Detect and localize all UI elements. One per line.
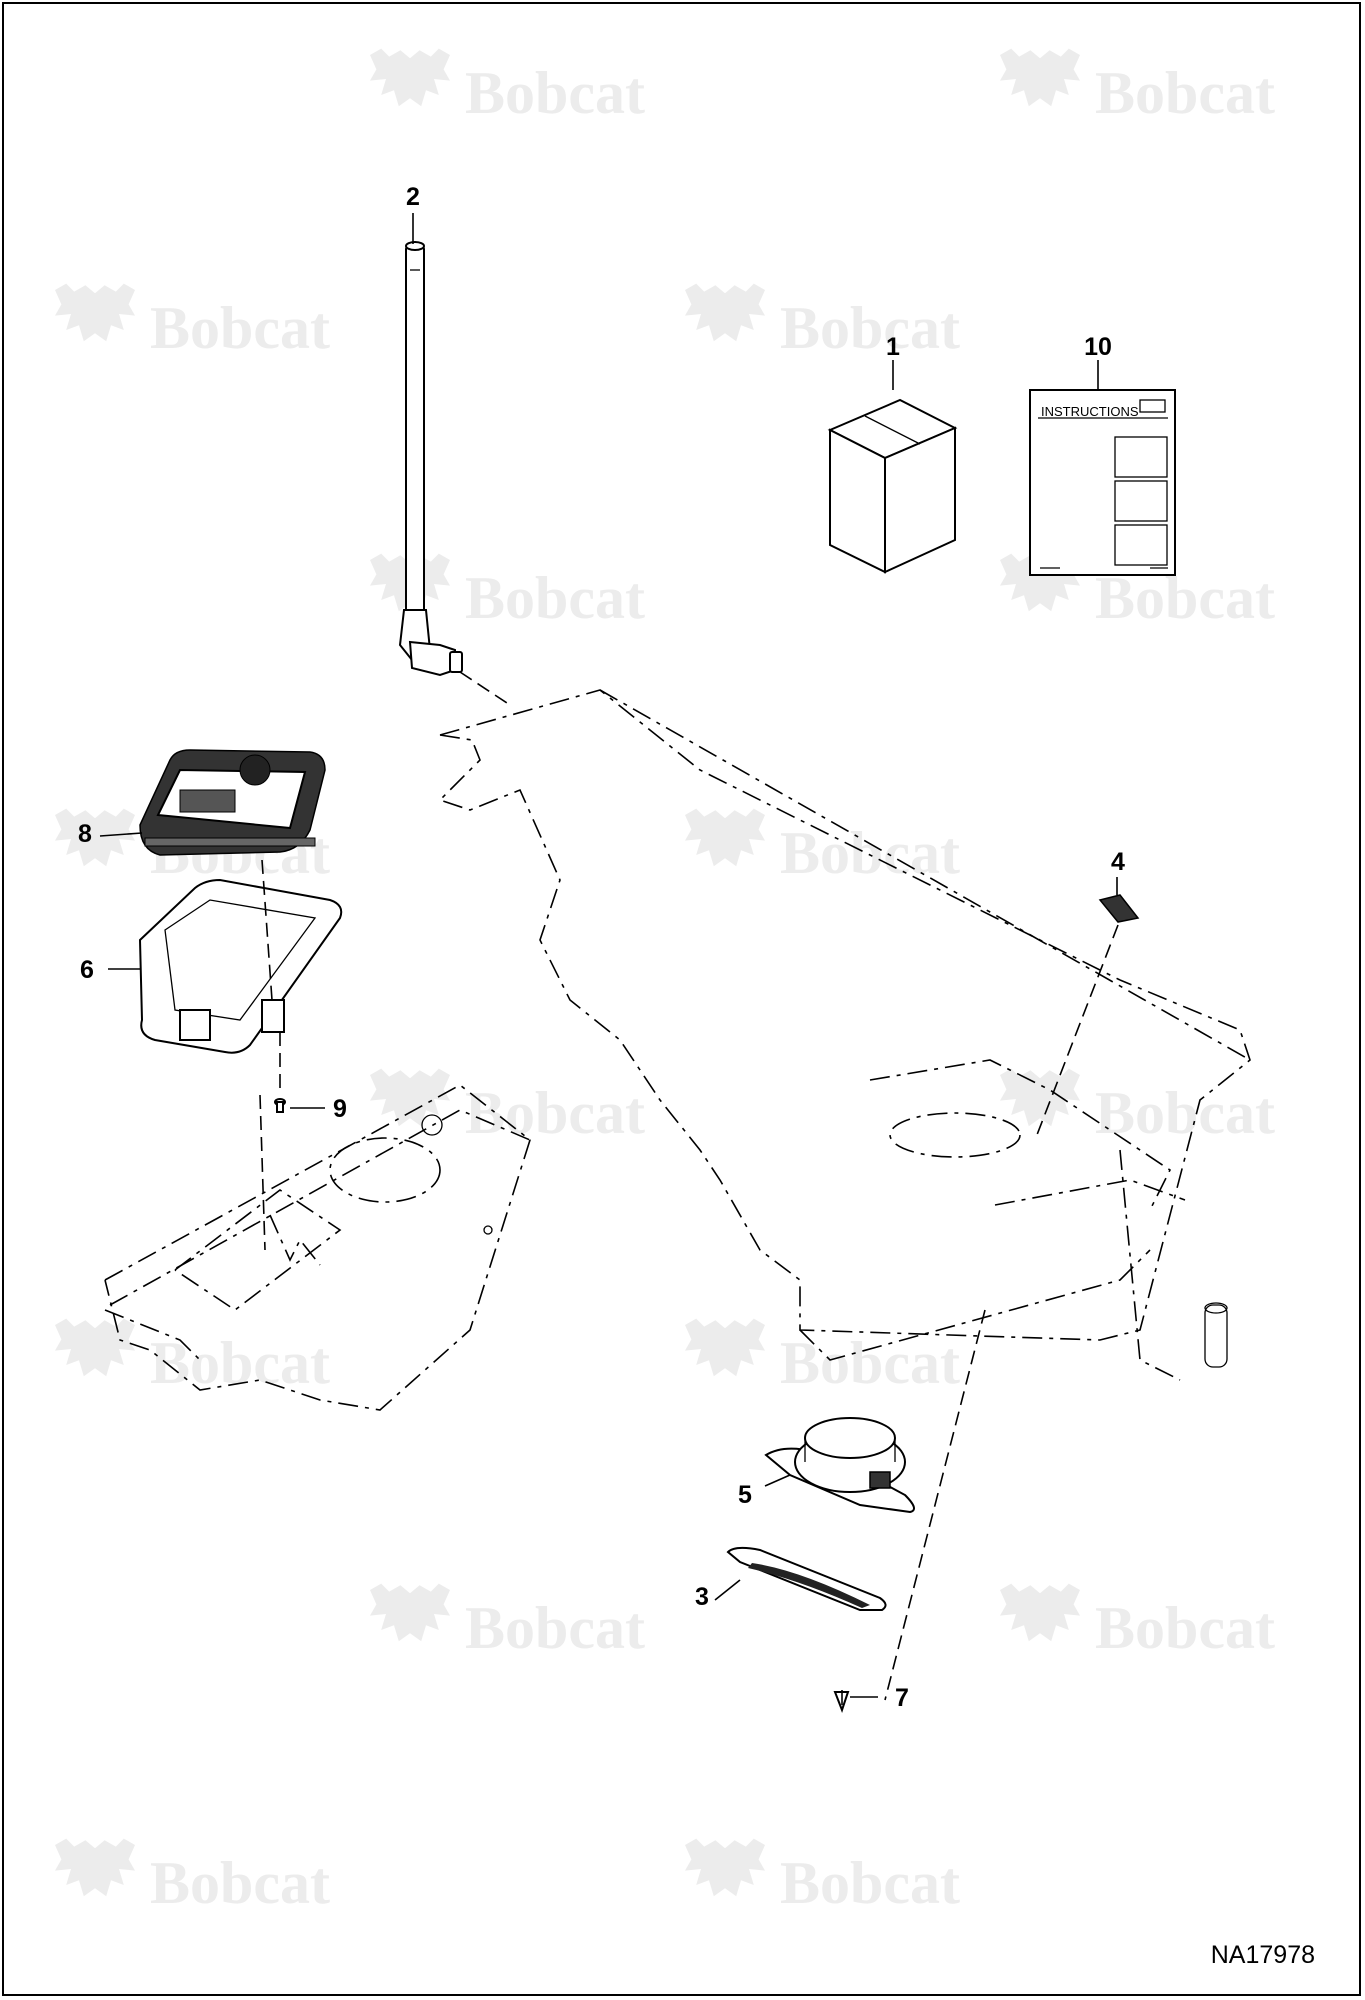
- bobcat-logo-icon: [685, 808, 765, 867]
- console-outline: [104, 1084, 531, 1411]
- bobcat-logo-icon: [55, 1318, 135, 1377]
- callout-6: 6: [80, 956, 94, 984]
- watermark-text: Bobcat: [150, 1330, 330, 1396]
- watermark-text: Bobcat: [780, 820, 960, 886]
- watermark: Bobcat: [370, 1583, 645, 1661]
- callout-9: 9: [333, 1095, 347, 1123]
- cab-frame-outline: [438, 689, 1251, 1381]
- callout-5: 5: [738, 1481, 752, 1509]
- watermark: Bobcat: [370, 48, 645, 126]
- bobcat-logo-icon: [1000, 48, 1080, 107]
- bobcat-logo-icon: [370, 48, 450, 107]
- radio-leader: [261, 859, 273, 1001]
- bobcat-logo-icon: [55, 283, 135, 342]
- screw-part: [274, 1098, 286, 1113]
- watermark: Bobcat: [685, 283, 960, 361]
- speaker-leader: [884, 1309, 986, 1701]
- callout-3: 3: [695, 1583, 709, 1611]
- clip-leader: [1034, 924, 1119, 1141]
- callout-2: 2: [406, 183, 420, 211]
- callout-8: 8: [78, 820, 92, 848]
- antenna-leader: [459, 671, 511, 706]
- bobcat-logo-icon: [370, 1583, 450, 1642]
- watermark-text: Bobcat: [1095, 1080, 1275, 1146]
- callout-4: 4: [1111, 848, 1125, 876]
- callout-7: 7: [895, 1684, 909, 1712]
- callout-leaders: [99, 213, 1118, 1698]
- bobcat-logo-icon: [685, 1318, 765, 1377]
- bobcat-logo-icon: [55, 1838, 135, 1897]
- watermark-text: Bobcat: [465, 60, 645, 126]
- bobcat-logo-icon: [685, 283, 765, 342]
- watermark-text: Bobcat: [465, 565, 645, 631]
- watermark-text: Bobcat: [150, 1850, 330, 1916]
- clip-part: [1098, 894, 1140, 923]
- watermark: Bobcat: [1000, 48, 1275, 126]
- watermark-text: Bobcat: [465, 1080, 645, 1146]
- bobcat-logo-icon: [55, 808, 135, 867]
- watermark: Bobcat: [1000, 1068, 1275, 1146]
- watermark-text: Bobcat: [465, 1595, 645, 1661]
- radio-part: [139, 749, 326, 856]
- bobcat-logo-icon: [685, 1838, 765, 1897]
- watermark-text: Bobcat: [780, 1330, 960, 1396]
- watermark: Bobcat: [1000, 1583, 1275, 1661]
- speaker-part: [764, 1417, 915, 1514]
- watermark: Bobcat: [55, 283, 330, 361]
- instructions-sheet-part: [1029, 389, 1176, 576]
- grille-screw-part: [833, 1690, 850, 1713]
- bobcat-logo-icon: [1000, 1583, 1080, 1642]
- watermark-text: Bobcat: [780, 295, 960, 361]
- radio-bezel-part: [138, 878, 343, 1054]
- watermark: Bobcat: [55, 1838, 330, 1916]
- antenna-part: [398, 241, 463, 677]
- watermark-text: Bobcat: [150, 295, 330, 361]
- drawing-number: NA17978: [1210, 1941, 1315, 1969]
- kit-box-part: [827, 398, 958, 574]
- watermark: Bobcat: [685, 1838, 960, 1916]
- screw-leader: [259, 1094, 266, 1251]
- bobcat-logo-icon: [1000, 1068, 1080, 1127]
- callout-10: 10: [1084, 333, 1112, 361]
- watermark-text: Bobcat: [1095, 60, 1275, 126]
- instructions-title: INSTRUCTIONS: [1041, 404, 1139, 419]
- watermark-text: Bobcat: [780, 1850, 960, 1916]
- watermark: Bobcat: [685, 808, 960, 886]
- speaker-grille-part: [726, 1546, 887, 1611]
- watermark: Bobcat: [370, 553, 645, 631]
- watermark: Bobcat: [370, 1068, 645, 1146]
- callout-1: 1: [886, 333, 900, 361]
- watermark-text: Bobcat: [1095, 1595, 1275, 1661]
